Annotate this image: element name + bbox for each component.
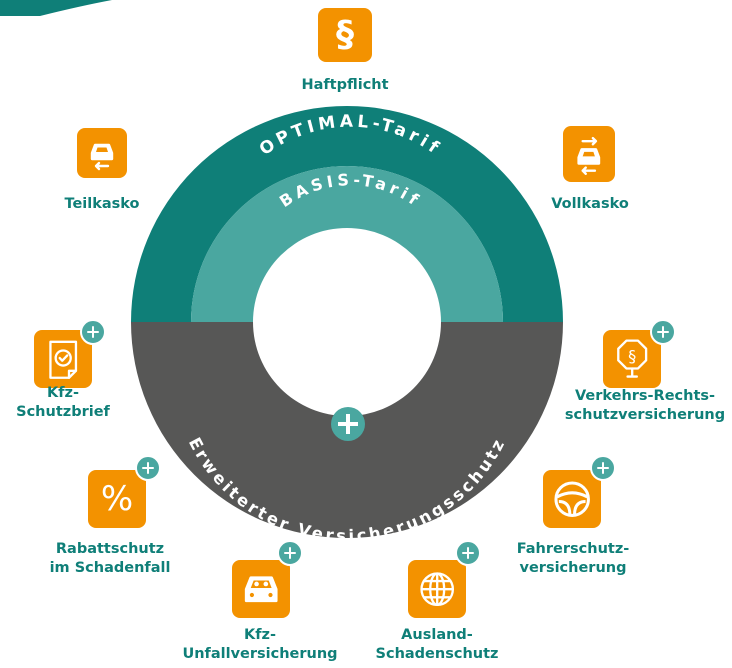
unfall-addon-plus-icon: [277, 540, 303, 566]
rechtsschutz-label: Verkehrs-Rechts- schutzversicherung: [560, 387, 730, 425]
unfall-label-line2: Unfallversicherung: [182, 646, 338, 662]
rabattschutz-addon-plus-icon: [135, 455, 161, 481]
steering-wheel-icon: [554, 481, 590, 517]
rabattschutz-label-line2: im Schadenfall: [49, 560, 171, 576]
globe-icon: [420, 572, 454, 606]
unfall-tile: [232, 560, 290, 618]
rabattschutz-label: Rabattschutz im Schadenfall: [40, 540, 180, 578]
plus-icon: [331, 407, 365, 441]
teilkasko-label: Teilkasko: [64, 196, 140, 212]
schutzbrief-label: Kfz- Schutzbrief: [0, 384, 126, 422]
ausland-label: Ausland- Schadenschutz: [365, 626, 509, 664]
ausland-addon-plus-icon: [455, 540, 481, 566]
haftpflicht-label: Haftpflicht: [301, 77, 389, 93]
fahrer-label-line1: Fahrerschutz-: [516, 541, 630, 557]
ausland-label-line1: Ausland-: [401, 627, 473, 643]
rechtsschutz-addon-plus-icon: [650, 319, 676, 345]
optimal-ring: [131, 106, 563, 322]
fahrer-addon-plus-icon: [590, 455, 616, 481]
fahrer-label-line2: versicherung: [519, 560, 627, 576]
teilkasko-tile: [77, 128, 127, 178]
car-partial-icon: [90, 143, 114, 171]
rechtsschutz-tile: §: [603, 330, 661, 388]
schutzbrief-addon-plus-icon: [80, 319, 106, 345]
svg-text:§: §: [628, 346, 636, 365]
vollkasko-label: Vollkasko: [551, 196, 629, 212]
haftpflicht-tile: §: [318, 8, 372, 62]
rabattschutz-label-line1: Rabattschutz: [55, 541, 165, 557]
certificate-icon: [49, 340, 77, 379]
vollkasko-tile: [563, 126, 615, 182]
basis-ring: [191, 166, 503, 322]
ausland-label-line2: Schadenschutz: [375, 646, 499, 662]
schutzbrief-label-line1: Kfz-: [46, 385, 79, 401]
unfall-label-line1: Kfz-: [243, 627, 276, 643]
fahrer-tile: [543, 470, 601, 528]
unfall-label: Kfz- Unfallversicherung: [180, 626, 340, 664]
paragraph-icon: §: [336, 14, 354, 55]
percent-icon: %: [100, 479, 134, 519]
corner-decoration: [0, 0, 112, 16]
rabattschutz-tile: %: [88, 470, 146, 528]
ausland-tile: [408, 560, 466, 618]
rechtsschutz-label-line2: schutzversicherung: [564, 407, 726, 423]
schutzbrief-label-line2: Schutzbrief: [16, 404, 110, 420]
car-full-icon: [577, 136, 601, 175]
fahrer-label: Fahrerschutz- versicherung: [505, 540, 641, 578]
legal-sign-icon: §: [616, 339, 648, 378]
rechtsschutz-label-line1: Verkehrs-Rechts-: [574, 388, 716, 404]
car-passengers-icon: [244, 576, 278, 602]
